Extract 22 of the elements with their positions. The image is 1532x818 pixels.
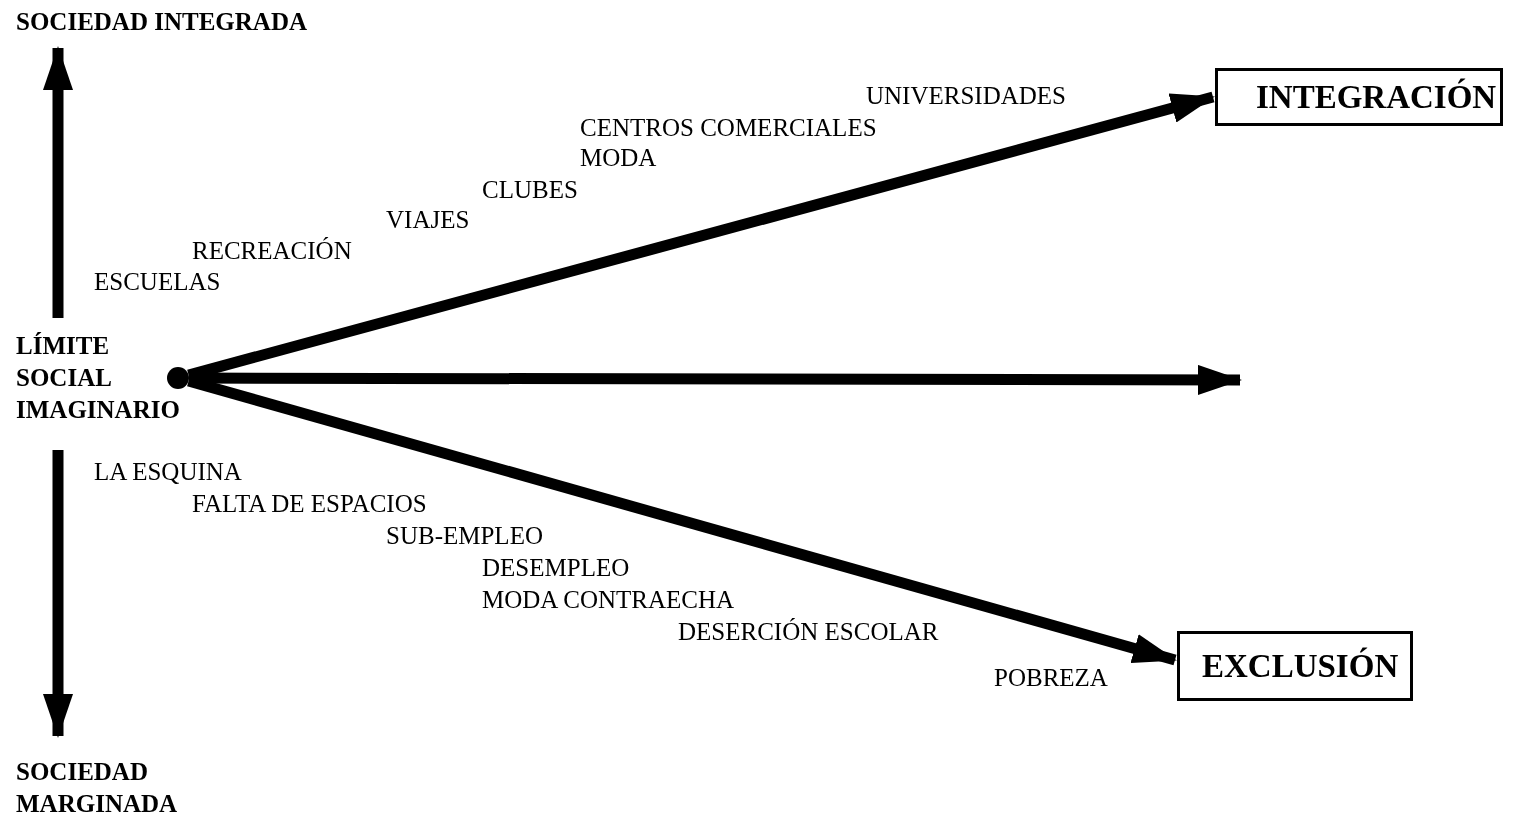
arrow (43, 46, 73, 318)
origin-dot (167, 367, 189, 389)
factor-label: ESCUELAS (94, 268, 221, 296)
factor-label: MODA (580, 144, 657, 172)
factor-label: POBREZA (994, 664, 1108, 692)
factor-label: LA ESQUINA (94, 458, 242, 486)
axis-heading: SOCIEDAD INTEGRADA (16, 6, 307, 38)
factor-label: FALTA DE ESPACIOS (192, 490, 427, 518)
factor-label: RECREACIÓN (192, 237, 352, 265)
factor-label: MODA CONTRAECHA (482, 586, 735, 614)
factor-label: DESEMPLEO (482, 554, 630, 582)
factor-label: VIAJES (386, 206, 470, 234)
axis-heading: SOCIEDAD MARGINADA (16, 756, 216, 818)
outcome-box: EXCLUSIÓN (1177, 631, 1414, 701)
factor-label: SUB-EMPLEO (386, 522, 543, 550)
outcome-box: INTEGRACIÓN (1215, 68, 1504, 126)
factor-label: CENTROS COMERCIALES (580, 114, 877, 142)
axis-heading: LÍMITE SOCIAL IMAGINARIO (16, 330, 186, 426)
factor-label: UNIVERSIDADES (866, 82, 1066, 110)
factor-label: CLUBES (482, 176, 578, 204)
arrow (43, 450, 73, 738)
factor-label: DESERCIÓN ESCOLAR (678, 618, 939, 646)
